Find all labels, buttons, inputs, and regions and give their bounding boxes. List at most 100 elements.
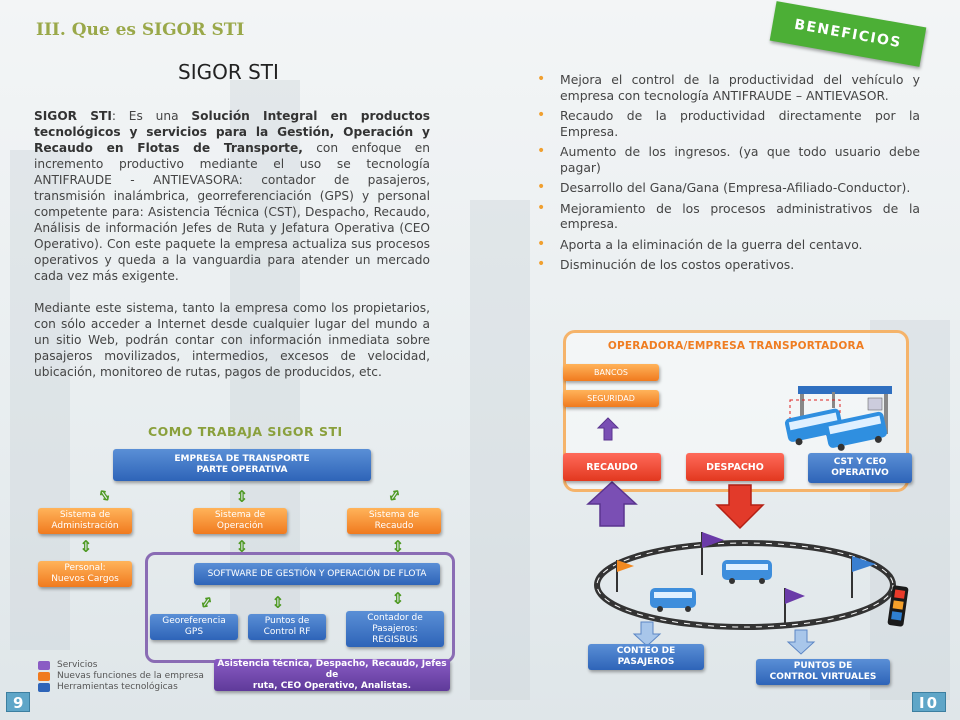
legend-label: Nuevas funciones de la empresa bbox=[57, 671, 204, 681]
geo-line-1: Georeferencia bbox=[162, 616, 226, 626]
recaudo-box: RECAUDO bbox=[563, 453, 661, 481]
benefit-item: •Mejora el control de la productividad d… bbox=[525, 71, 920, 103]
personal-line-1: Personal: bbox=[64, 563, 106, 573]
ope-line-2: Operación bbox=[216, 521, 264, 531]
benefit-text: Aumento de los ingresos. (ya que todo us… bbox=[560, 144, 920, 175]
benefit-text: Mejoramiento de los procesos administrat… bbox=[560, 200, 920, 232]
up-arrow-icon bbox=[596, 417, 620, 441]
benefits-list: •Mejora el control de la productividad d… bbox=[525, 71, 920, 278]
down-arrow-icon bbox=[632, 621, 662, 647]
benefit-text: Desarrollo del Gana/Gana (Empresa-Afilia… bbox=[560, 180, 911, 195]
intro-text-a: : Es una bbox=[111, 109, 192, 123]
conteo-line-1: CONTEO DE bbox=[616, 646, 676, 656]
puntos-line-2: Control RF bbox=[263, 627, 311, 637]
seguridad-box: SEGURIDAD bbox=[563, 390, 659, 407]
green-arrow-icon: ⇕ bbox=[235, 487, 249, 506]
conteo-line-2: PASAJEROS bbox=[617, 657, 675, 667]
intro-paragraph-1: SIGOR STI: Es una Solución Integral en p… bbox=[34, 108, 430, 284]
benefit-item: • Recaudo de la productividad directament… bbox=[525, 107, 920, 139]
bullet-icon: • bbox=[537, 143, 546, 159]
bus-icon bbox=[722, 560, 772, 584]
contador-line-1: Contador de bbox=[367, 612, 423, 623]
adm-line-1: Sistema de bbox=[59, 510, 111, 520]
legend-label: Herramientas tecnológicas bbox=[57, 682, 178, 692]
page-number-right: I0 bbox=[912, 692, 947, 712]
intro-text: SIGOR STI: Es una Solución Integral en p… bbox=[34, 108, 430, 380]
benefit-text: Recaudo de la productividad directamente… bbox=[560, 108, 920, 139]
bullet-icon: • bbox=[537, 199, 546, 216]
green-arrow-icon: ⇕ bbox=[391, 589, 405, 608]
personal-nuevos-cargos-box: Personal:Nuevos Cargos bbox=[38, 561, 132, 587]
intro-paragraph-2: Mediante este sistema, tanto la empresa … bbox=[34, 301, 430, 379]
benefit-item: • Disminución de los costos operativos. bbox=[525, 256, 920, 273]
personal-line-2: Nuevos Cargos bbox=[51, 574, 119, 584]
operadora-title: OPERADORA/EMPRESA TRANSPORTADORA bbox=[607, 340, 865, 352]
cst-line-1: CST Y CEO bbox=[833, 457, 887, 467]
flag-icon bbox=[852, 556, 876, 572]
section-title: III. Que es SIGOR STI bbox=[36, 20, 245, 40]
intro-bold: Solución Integral en productos tecnológi… bbox=[34, 109, 430, 155]
legend-item: Servicios bbox=[38, 660, 204, 671]
bullet-icon: • bbox=[537, 256, 546, 272]
puntos-virt-line-2: CONTROL VIRTUALES bbox=[769, 672, 877, 682]
green-arrow-icon: ⇕ bbox=[235, 537, 249, 556]
asistencia-line-1: Asistencia técnica, Despacho, Recaudo, J… bbox=[217, 658, 447, 680]
bus-icon bbox=[650, 588, 696, 612]
page-number-left: 9 bbox=[6, 692, 31, 712]
legend-swatch bbox=[38, 683, 50, 692]
background-building bbox=[230, 80, 300, 640]
legend-swatch bbox=[38, 672, 50, 681]
benefit-item: • Aporta a la eliminación de la guerra de… bbox=[525, 235, 920, 253]
benefit-item: • Desarrollo del Gana/Gana (Empresa-Afili… bbox=[525, 179, 920, 196]
bullet-icon: • bbox=[537, 71, 546, 87]
big-up-arrow-icon bbox=[586, 480, 638, 527]
background-building bbox=[470, 200, 530, 700]
legend-swatch bbox=[38, 661, 50, 670]
bullet-icon: • bbox=[537, 107, 546, 123]
background-building bbox=[870, 320, 950, 700]
bancos-box: BANCOS bbox=[563, 364, 659, 381]
contador-line-3: REGISBUS bbox=[372, 634, 418, 645]
green-arrow-icon: ⇕ bbox=[79, 537, 93, 556]
flag-icon bbox=[617, 560, 634, 572]
benefit-item: • Mejoramiento de los procesos administra… bbox=[525, 199, 920, 232]
bus-station-icon bbox=[784, 386, 892, 451]
rec-line-2: Recaudo bbox=[374, 521, 414, 531]
asistencia-tecnica-box: Asistencia técnica, Despacho, Recaudo, J… bbox=[214, 659, 450, 691]
despacho-box: DESPACHO bbox=[686, 453, 784, 481]
intro-text-b: con enfoque en incremento productivo med… bbox=[34, 141, 430, 283]
empresa-line-1: EMPRESA DE TRANSPORTE bbox=[174, 454, 310, 464]
benefit-text: Aporta a la eliminación de la guerra del… bbox=[560, 236, 863, 252]
device-icon bbox=[887, 585, 909, 627]
software-gestion-box: SOFTWARE DE GESTIÓN Y OPERACIÓN DE FLOTA bbox=[194, 563, 440, 585]
legend: Servicios Nuevas funciones de la empresa… bbox=[38, 660, 204, 693]
big-down-arrow-icon bbox=[715, 484, 765, 530]
legend-item: Herramientas tecnológicas bbox=[38, 682, 204, 693]
benefit-text: Disminución de los costos operativos. bbox=[560, 257, 795, 272]
bullet-icon: • bbox=[537, 179, 546, 195]
flag-icon bbox=[785, 588, 805, 604]
route-track-icon bbox=[594, 540, 896, 630]
legend-label: Servicios bbox=[57, 660, 98, 670]
ope-line-1: Sistema de bbox=[214, 510, 266, 520]
asistencia-line-2: ruta, CEO Operativo, Analistas. bbox=[252, 680, 412, 691]
down-arrow-icon bbox=[786, 629, 816, 655]
legend-item: Nuevas funciones de la empresa bbox=[38, 671, 204, 682]
adm-line-2: Administración bbox=[51, 521, 119, 531]
como-trabaja-title: COMO TRABAJA SIGOR STI bbox=[148, 424, 343, 439]
bullet-icon: • bbox=[537, 235, 546, 252]
flag-icon bbox=[702, 532, 724, 548]
empresa-line-2: PARTE OPERATIVA bbox=[196, 465, 288, 475]
page-title: SIGOR STI bbox=[178, 60, 279, 84]
green-arrow-icon: ⇕ bbox=[271, 593, 285, 612]
